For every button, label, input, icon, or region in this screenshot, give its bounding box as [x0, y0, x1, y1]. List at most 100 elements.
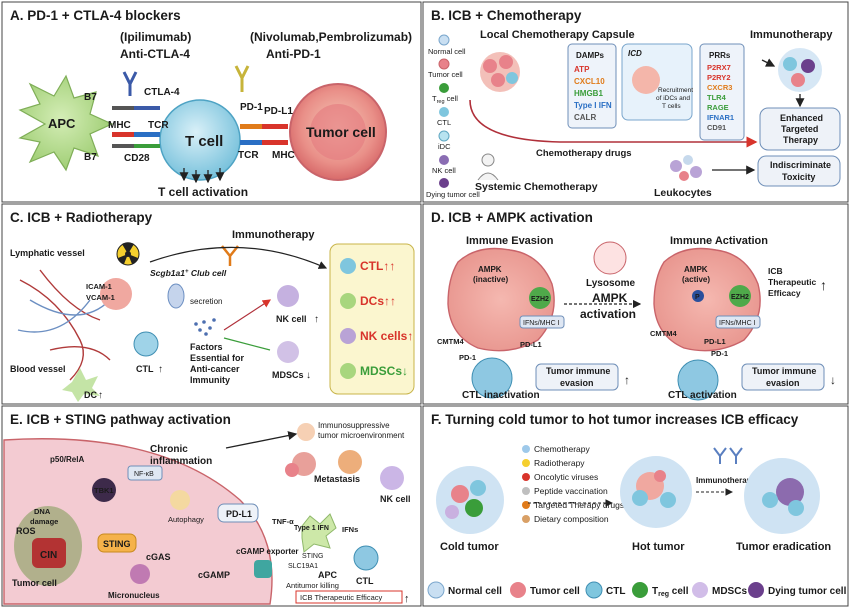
panel-d-title: D. ICB + AMPK activation — [431, 210, 593, 225]
metastasis-label: Metastasis — [314, 474, 360, 484]
pd1-label: PD-1 — [240, 102, 263, 113]
sting-node — [97, 533, 137, 553]
immunosupp-1: Immunosuppressive — [318, 421, 390, 430]
f-list-icon — [522, 459, 530, 467]
f-list-icon — [522, 501, 530, 509]
enhanced-2: Targeted — [781, 124, 818, 134]
e-tumor-label: Tumor cell — [12, 578, 57, 588]
c-result-item: MDSCs↓ — [360, 364, 408, 378]
d-right-p-label: P — [695, 294, 700, 301]
tbk1-label: TBK1 — [94, 486, 114, 495]
lysosome-icon — [593, 241, 627, 275]
prrs-title: PRRs — [709, 51, 731, 60]
d-left-evasion-box — [535, 363, 619, 391]
ros-label: ROS — [16, 526, 36, 536]
prr-item: P2RY2 — [707, 73, 731, 82]
d-right-ifn: IFNs/MHC I — [719, 320, 756, 327]
d-right-ezh2-label: EZH2 — [731, 294, 749, 301]
damp-item: CALR — [574, 113, 596, 122]
ipilimumab-label: (Ipilimumab) — [120, 30, 191, 44]
apc-label: APC — [48, 116, 76, 131]
ampk-inactive-1: AMPK — [478, 265, 502, 274]
b-legend-dying: Dying tumor cell — [426, 190, 480, 199]
damp-item: HMGB1 — [574, 89, 603, 98]
indiscriminate-box — [757, 155, 841, 187]
d-ctl-activation: CTL activation — [668, 390, 737, 401]
d-left-pdl1: PD-L1 — [520, 340, 542, 349]
panel-c-title: C. ICB + Radiotherapy — [10, 210, 153, 225]
micronucleus-icon — [130, 564, 150, 584]
bottom-legend: Normal cell Tumor cell CTL Treg cell MDS… — [427, 581, 847, 599]
prr-item: TLR4 — [707, 93, 727, 102]
eradication-label: Tumor eradication — [736, 541, 831, 553]
damp-item: Type I IFN — [574, 101, 612, 110]
legend-ctl-icon — [585, 581, 603, 599]
d-left-evasion-2: evasion — [560, 378, 594, 388]
lymphatic-label: Lymphatic vessel — [10, 248, 85, 258]
autophagy-icon — [170, 490, 190, 510]
d-icb-2: Therapeutic — [768, 277, 816, 287]
mhc-left-label: MHC — [108, 120, 131, 131]
d-left-evasion-1: Tumor immune — [546, 366, 610, 376]
f-list-item: Chemotherapy — [534, 444, 591, 454]
b7-top-label: B7 — [84, 92, 97, 103]
b7-bottom-label: B7 — [84, 152, 97, 163]
sting-label: STING — [103, 539, 131, 549]
f-list-item: Targeted Therapy drugs — [534, 500, 624, 510]
tumor-nucleus — [310, 104, 366, 160]
factor-dots — [194, 318, 216, 336]
c-dc-cell — [62, 368, 100, 402]
immunotherapy-c-label: Immunotherapy — [232, 229, 315, 241]
b-red-path — [469, 99, 758, 148]
legend-ctl: CTL — [606, 586, 625, 597]
b-legend-idc: iDC — [438, 142, 451, 151]
d-left-ezh2 — [529, 287, 551, 309]
f-list-icon — [522, 473, 530, 481]
nfkb-box — [127, 465, 163, 481]
activation-arrows — [179, 168, 225, 184]
f-list-item: Oncolytic viruses — [534, 472, 598, 482]
dna-damage-1: DNA — [34, 507, 51, 516]
f-list-item: Peptide vaccination — [534, 486, 608, 496]
legend-normal: Normal cell — [448, 586, 502, 597]
autophagy-label: Autophagy — [168, 515, 204, 524]
panel-c: C. ICB + Radiotherapy Lymphatic vessel I… — [10, 210, 415, 402]
legend-mdsc-icon — [692, 582, 708, 598]
chronic-2: inflammation — [150, 456, 212, 467]
c-result-icon — [340, 258, 356, 274]
cin-label: CIN — [40, 550, 57, 561]
d-left-ifn: IFNs/MHC I — [523, 320, 560, 327]
c-result-item: CTL↑↑ — [360, 259, 395, 273]
b-legend-normal: Normal cell — [428, 47, 466, 56]
d-left-ezh2-label: EZH2 — [531, 296, 549, 303]
pdl1-label: PD-L1 — [264, 106, 293, 117]
cd28-label: CD28 — [124, 153, 150, 164]
secretion-label: secretion — [190, 297, 222, 306]
d-left-up-arrow: ↑ — [624, 373, 630, 387]
e-nk-label: NK cell — [380, 494, 411, 504]
b-legend-ctl: CTL — [437, 118, 451, 127]
legend-tumor-icon — [510, 582, 526, 598]
d-right-cmtm4: CMTM4 — [650, 329, 677, 338]
c-dc-label: DC — [84, 390, 97, 400]
c-dc-arrow: ↑ — [98, 390, 103, 401]
indiscriminate-1: Indiscriminate — [770, 160, 831, 170]
vcam-label: VCAM-1 — [86, 293, 115, 302]
c-ctl-arrow: ↑ — [158, 364, 163, 375]
b-legend: Normal cell Tumor cell Treg cell CTL iDC… — [426, 34, 480, 199]
b-leukocyte-cluster — [670, 155, 702, 181]
receptor-bars — [112, 106, 288, 148]
factors-4: Immunity — [190, 375, 230, 385]
d-right-down-arrow: ↓ — [830, 373, 836, 387]
recruit-line-3: T cells — [662, 103, 681, 110]
prr-item: IFNAR1 — [707, 113, 734, 122]
c-nk-arrow: ↑ — [314, 314, 319, 325]
panel-b: B. ICB + Chemotherapy Local Chemotherapy… — [426, 8, 841, 199]
c-result-item: NK cells↑ — [360, 329, 413, 343]
enhanced-1: Enhanced — [780, 113, 823, 123]
e-nk-cell — [380, 466, 404, 490]
d-right-pd1: PD-1 — [711, 349, 728, 358]
panel-e: E. ICB + STING pathway activation Chroni… — [3, 412, 411, 605]
